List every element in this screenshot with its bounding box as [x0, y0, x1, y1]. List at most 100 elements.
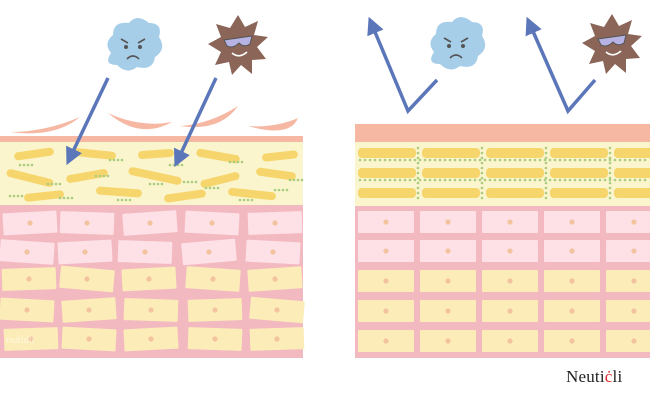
skin-cell: [123, 326, 179, 352]
lipid-dot: [608, 181, 612, 185]
lipid-dot: [156, 182, 160, 186]
skin-cell: [245, 239, 301, 265]
lipid-dot: [508, 178, 512, 182]
lipid-dot: [518, 178, 522, 182]
lipid-dot: [553, 178, 557, 182]
lipid-dot: [593, 158, 597, 162]
lipid-dot: [148, 182, 152, 186]
lipid-dot: [608, 156, 612, 160]
lipid-cell: [200, 172, 240, 188]
lipid-dot: [240, 160, 244, 164]
lipid-dot: [186, 180, 190, 184]
lipid-dot: [578, 178, 582, 182]
lipid-dot: [603, 178, 607, 182]
surface-scale: [108, 113, 172, 130]
lipid-dot: [544, 186, 548, 190]
skin-cell: [544, 270, 600, 292]
lipid-dot: [363, 158, 367, 162]
lipid-dot: [416, 176, 420, 180]
brown-pollutant-icon: [582, 14, 642, 74]
lipid-dot: [112, 158, 116, 162]
lipid-dot: [373, 158, 377, 162]
lipid-dot: [423, 178, 427, 182]
skin-cell: [2, 210, 58, 236]
lipid-dot: [483, 158, 487, 162]
lipid-dot: [438, 158, 442, 162]
lipid-dot: [194, 180, 198, 184]
lipid-dot: [416, 186, 420, 190]
lipid-dot: [480, 176, 484, 180]
skin-cell: [420, 270, 476, 292]
skin-cell: [544, 211, 600, 233]
lipid-dot: [433, 158, 437, 162]
lipid-dot: [368, 178, 372, 182]
skin-cell: [61, 297, 117, 323]
lipid-dot: [423, 158, 427, 162]
lipid-dot: [58, 182, 62, 186]
lipid-dot: [172, 163, 176, 167]
lipid-dot: [378, 158, 382, 162]
lipid-dot: [583, 158, 587, 162]
lipid-dot: [413, 178, 417, 182]
lipid-dot: [16, 194, 20, 198]
lipid-dot: [102, 174, 106, 178]
lipid-dot: [292, 178, 296, 182]
lipid-cell: [358, 188, 416, 198]
lipid-cell: [228, 187, 276, 201]
lipid-dot: [468, 158, 472, 162]
blue-pollutant-icon: [430, 17, 486, 70]
skin-cell: [482, 300, 538, 322]
lipid-dot: [528, 178, 532, 182]
lipid-dot: [458, 158, 462, 162]
lipid-dot: [168, 163, 172, 167]
lipid-dot: [548, 178, 552, 182]
damaged-surface-line: [0, 136, 303, 142]
lipid-dot: [480, 146, 484, 150]
lipid-dot: [608, 146, 612, 150]
lipid-dot: [416, 196, 420, 200]
lipid-dot: [388, 178, 392, 182]
skin-cell: [181, 238, 237, 266]
lipid-dot: [538, 178, 542, 182]
skin-cell: [358, 330, 414, 352]
lipid-dot: [498, 178, 502, 182]
lipid-dot: [463, 158, 467, 162]
lipid-dot: [393, 158, 397, 162]
skin-cell: [117, 240, 173, 264]
lipid-dot: [518, 158, 522, 162]
lipid-dot: [180, 163, 184, 167]
skin-cell: [249, 327, 305, 351]
brand-logo: Neutiċli: [566, 367, 622, 387]
skin-cell: [61, 326, 117, 352]
skin-cell: [123, 298, 179, 322]
skin-cell: [482, 211, 538, 233]
brand-logo-suffix: li: [612, 367, 623, 386]
lipid-dot: [428, 178, 432, 182]
lipid-cell: [614, 148, 650, 158]
lipid-dot: [480, 181, 484, 185]
lipid-dot: [453, 178, 457, 182]
lipid-dot: [288, 178, 292, 182]
lipid-dot: [598, 178, 602, 182]
irritant-reflection-arrow: [367, 16, 439, 115]
lipid-dot: [608, 158, 612, 162]
damaged-cell-grid: [0, 210, 305, 352]
lipid-dot: [418, 158, 422, 162]
skin-cell: [187, 298, 243, 322]
lipid-dot: [573, 158, 577, 162]
lipid-dot: [608, 178, 612, 182]
lipid-cell: [128, 167, 182, 185]
skin-cell: [544, 240, 600, 262]
irritant-penetration-arrow: [173, 77, 218, 168]
lipid-cell: [422, 148, 480, 158]
surface-scale: [248, 118, 298, 131]
lipid-dot: [285, 188, 289, 192]
skin-cell: [482, 240, 538, 262]
lipid-dot: [588, 158, 592, 162]
lipid-dot: [478, 158, 482, 162]
lipid-dot: [523, 178, 527, 182]
lipid-dot: [488, 158, 492, 162]
lipid-dot: [238, 198, 242, 202]
lipid-dot: [232, 160, 236, 164]
lipid-dot: [483, 178, 487, 182]
